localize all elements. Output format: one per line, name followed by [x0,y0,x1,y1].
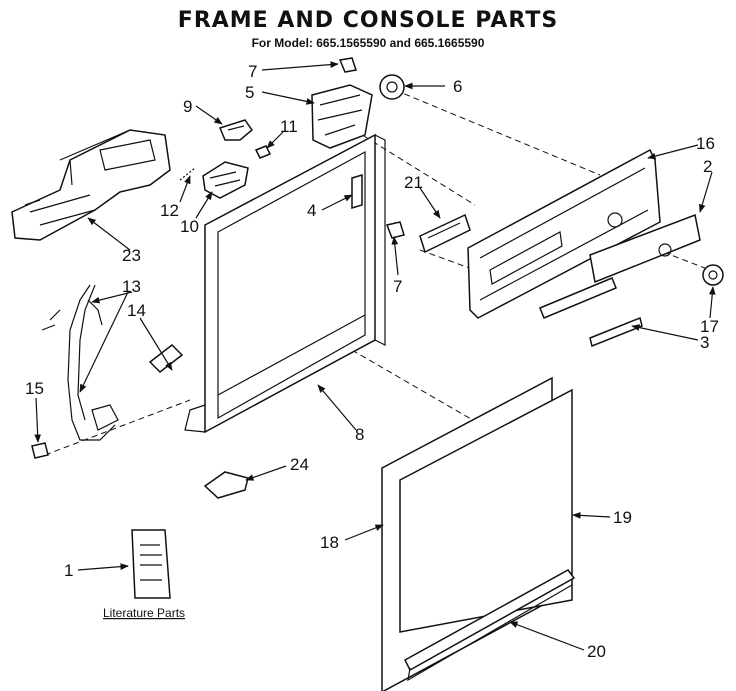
part-24-hinge [203,471,249,499]
callout-20: 20 [587,642,606,661]
part-2-overlay [589,213,701,284]
literature-parts-label: Literature Parts [103,606,185,620]
callout-1: 1 [64,561,73,580]
callout-15: 15 [25,379,44,398]
diagram-title: FRAME AND CONSOLE PARTS [177,8,559,33]
part-3-strip [589,316,643,348]
callout-23: 23 [122,246,141,265]
callout-14: 14 [127,301,146,320]
part-16-console-panel [467,148,661,319]
callout-13: 13 [122,277,141,296]
callout-11: 11 [280,117,298,136]
part-14-sensor [148,344,184,373]
callout-9: 9 [183,97,192,116]
callout-17: 17 [700,317,719,336]
part-4-block [351,173,363,210]
callout-21: 21 [404,173,423,192]
callout-19: 19 [613,508,632,527]
callout-3: 3 [700,333,709,352]
part-15-screw [31,442,49,459]
diagram-subtitle: For Model: 665.1565590 and 665.1665590 [251,36,485,50]
part-10-switch [202,161,249,199]
part-9-bracket [218,119,254,141]
callout-12: 12 [160,201,179,220]
callout-8: 8 [355,425,364,444]
part-20-trim [404,569,576,682]
part-6-knob [379,74,405,100]
part-11-clip [254,145,272,159]
part-23-vent-duct [11,129,171,241]
callout-5: 5 [245,83,254,102]
part-5-latch-assembly [311,84,373,149]
part-7-screw-top [338,57,357,73]
part-19-inner-panel [399,388,573,633]
callout-7-side: 7 [393,277,402,296]
callout-labels: 7 5 6 9 11 12 10 4 21 7 16 2 17 3 23 13 … [25,62,719,661]
callout-2: 2 [703,157,712,176]
part-7-screw-side [385,221,405,239]
callout-16: 16 [696,134,715,153]
part-21-bracket [419,213,471,254]
callout-7-top: 7 [248,62,257,81]
part-13-wire-harness [41,284,119,441]
part-17-knob [702,264,724,286]
callout-10: 10 [180,217,199,236]
leader-lines [34,61,716,651]
part-8-door-frame [184,133,386,434]
callout-6: 6 [453,77,462,96]
part-1-literature [131,529,171,599]
callout-24: 24 [290,455,309,474]
callout-4: 4 [307,201,316,220]
callout-18: 18 [320,533,339,552]
part-insert-strip [539,277,617,319]
part-12-pin [179,167,196,181]
